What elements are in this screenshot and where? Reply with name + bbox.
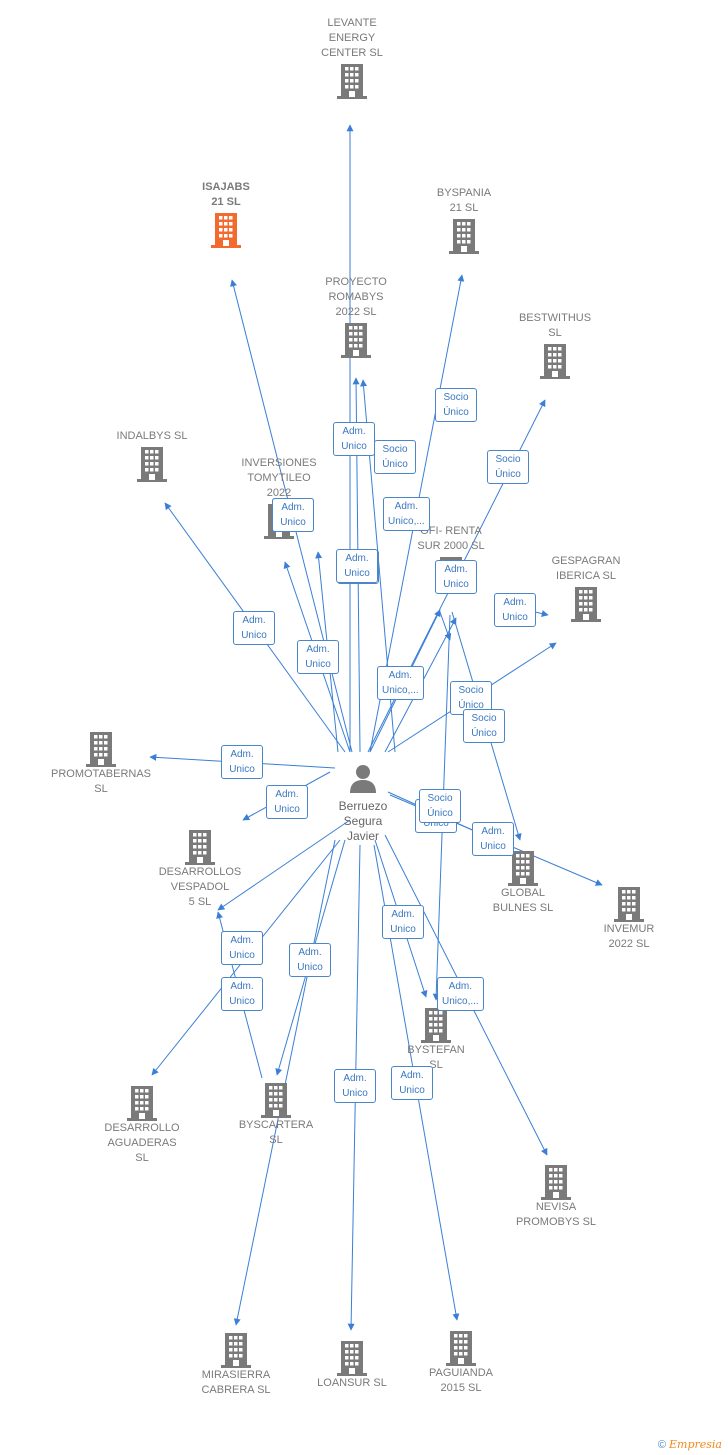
company-node-nevisa[interactable]: NEVISA PROMOBYS SL — [491, 1162, 621, 1230]
relation-label[interactable]: Socio Único — [463, 709, 505, 743]
building-icon — [490, 343, 620, 379]
company-node-desarrollos[interactable]: DESARROLLOS VESPADOL 5 SL — [135, 827, 265, 910]
building-icon — [396, 1330, 526, 1366]
company-name: PAGUIANDA 2015 SL — [429, 1367, 493, 1394]
building-icon — [287, 1340, 417, 1376]
company-name: PROYECTO ROMABYS 2022 SL — [325, 276, 387, 318]
company-name: GESPAGRAN IBERICA SL — [551, 555, 621, 582]
building-icon — [87, 446, 217, 482]
company-name: OFI- RENTA SUR 2000 SL — [417, 525, 485, 552]
company-node-bestwithus[interactable]: BESTWITHUS SL — [490, 311, 620, 379]
relation-label[interactable]: Adm. Unico — [472, 822, 514, 856]
building-icon — [399, 218, 529, 254]
building-icon — [371, 1007, 501, 1043]
relation-label[interactable]: Adm. Unico — [266, 785, 308, 819]
building-icon — [491, 1164, 621, 1200]
relation-label[interactable]: Adm. Unico — [221, 745, 263, 779]
company-name: NEVISA PROMOBYS SL — [515, 1201, 597, 1228]
relation-label[interactable]: Adm. Unico,... — [377, 666, 424, 700]
relation-label[interactable]: Adm. Unico — [435, 560, 477, 594]
relation-label[interactable]: Adm. Unico — [297, 640, 339, 674]
relation-label[interactable]: Adm. Unico — [391, 1066, 433, 1100]
relation-label[interactable]: Adm. Unico — [382, 905, 424, 939]
company-name: LOANSUR SL — [317, 1377, 387, 1389]
company-node-mirasierra[interactable]: MIRASIERRA CABRERA SL — [171, 1330, 301, 1398]
building-icon — [135, 829, 265, 865]
person-name: Berruezo Segura Javier — [338, 799, 388, 843]
person-icon — [350, 765, 376, 793]
company-name: INVERSIONES TOMYTILEO 2022 — [241, 457, 317, 499]
company-node-promotabernas[interactable]: PROMOTABERNAS SL — [36, 729, 166, 797]
relation-label[interactable]: Socio Único — [419, 789, 461, 823]
relation-label[interactable]: Adm. Unico — [336, 549, 378, 583]
company-node-byspania[interactable]: BYSPANIA 21 SL — [399, 186, 529, 254]
company-name: PROMOTABERNAS SL — [50, 768, 152, 795]
relation-label[interactable]: Adm. Unico — [221, 977, 263, 1011]
company-name: ISAJABS 21 SL — [202, 181, 250, 208]
company-node-indalbys[interactable]: INDALBYS SL — [87, 429, 217, 482]
company-name: BYSCARTERA SL — [238, 1119, 314, 1146]
company-node-proyecto[interactable]: PROYECTO ROMABYS 2022 SL — [291, 275, 421, 358]
company-node-global[interactable]: GLOBAL BULNES SL — [458, 848, 588, 916]
building-icon — [564, 886, 694, 922]
brand-logo: Empresia — [669, 1438, 722, 1451]
building-icon — [211, 1082, 341, 1118]
copyright-symbol: © — [657, 1439, 666, 1451]
footer: © Empresia — [658, 1438, 722, 1451]
building-icon — [287, 63, 417, 99]
company-node-gespagran[interactable]: GESPAGRAN IBERICA SL — [521, 554, 651, 622]
building-icon — [161, 212, 291, 248]
building-icon — [291, 322, 421, 358]
company-node-isajabs[interactable]: ISAJABS 21 SL — [161, 180, 291, 248]
relation-label[interactable]: Adm. Unico — [334, 1069, 376, 1103]
relation-edge — [217, 819, 351, 911]
relation-label[interactable]: Adm. Unico — [221, 931, 263, 965]
company-name: LEVANTE ENERGY CENTER SL — [321, 17, 383, 59]
relation-label[interactable]: Socio Único — [374, 440, 416, 474]
building-icon — [521, 586, 651, 622]
building-icon — [171, 1332, 301, 1368]
company-name: DESARROLLOS VESPADOL 5 SL — [158, 866, 242, 908]
company-name: MIRASIERRA CABRERA SL — [201, 1369, 271, 1396]
company-node-invemur[interactable]: INVEMUR 2022 SL — [564, 884, 694, 952]
company-name: INDALBYS SL — [116, 430, 188, 442]
company-node-byscartera[interactable]: BYSCARTERA SL — [211, 1080, 341, 1148]
relation-label[interactable]: Adm. Unico — [494, 593, 536, 627]
relation-label[interactable]: Adm. Unico — [233, 611, 275, 645]
person-node[interactable]: Berruezo Segura Javier — [318, 762, 408, 844]
building-icon — [458, 850, 588, 886]
company-node-levante[interactable]: LEVANTE ENERGY CENTER SL — [287, 16, 417, 99]
relation-label[interactable]: Adm. Unico — [333, 422, 375, 456]
relation-label[interactable]: Adm. Unico — [289, 943, 331, 977]
company-name: BESTWITHUS SL — [518, 312, 592, 339]
company-node-desarrollo_ag[interactable]: DESARROLLO AGUADERAS SL — [77, 1083, 207, 1166]
company-name: GLOBAL BULNES SL — [492, 887, 554, 914]
building-icon — [36, 731, 166, 767]
relation-edge — [439, 611, 452, 641]
relation-edge — [233, 839, 336, 1326]
company-name: BYSPANIA 21 SL — [436, 187, 492, 214]
company-node-loansur[interactable]: LOANSUR SL — [287, 1338, 417, 1391]
relation-label[interactable]: Socio Único — [487, 450, 529, 484]
company-node-bystefan[interactable]: BYSTEFAN SL — [371, 1005, 501, 1073]
company-name: DESARROLLO AGUADERAS SL — [104, 1122, 180, 1164]
relation-label[interactable]: Adm. Unico,... — [383, 497, 430, 531]
building-icon — [77, 1085, 207, 1121]
company-name: INVEMUR 2022 SL — [603, 923, 655, 950]
relation-label[interactable]: Socio Único — [435, 388, 477, 422]
relation-label[interactable]: Adm. Unico — [272, 498, 314, 532]
relation-label[interactable]: Adm. Unico,... — [437, 977, 484, 1011]
company-node-paguianda[interactable]: PAGUIANDA 2015 SL — [396, 1328, 526, 1396]
